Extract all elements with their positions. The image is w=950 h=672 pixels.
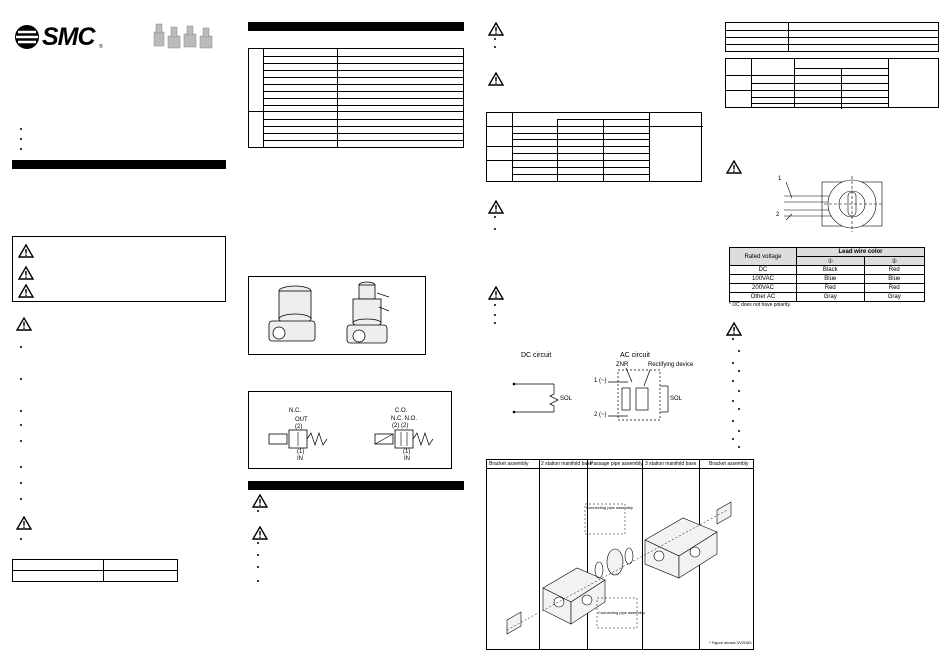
section-header-bar — [248, 481, 464, 490]
connecting-pipe-label-bottom: Connecting pipe assembly — [598, 610, 645, 615]
valve-symbol-panel: N.C. OUT (2) (1) IN C.O. N.C. N.O. (2) (… — [248, 391, 452, 469]
smc-logo: SMC ® — [12, 22, 103, 54]
figure-note: * Figure shows VV2D63. — [709, 640, 753, 645]
nc-in-label: IN — [297, 456, 303, 462]
warning-icon — [18, 244, 34, 258]
co-label: C.O. — [395, 408, 408, 414]
cell: Red — [863, 283, 926, 293]
warning-icon — [252, 494, 268, 508]
smc-logo-mark — [15, 25, 39, 49]
lead-wire-drawing — [784, 176, 883, 232]
manifold-header-2: 2 station manifold base — [541, 461, 593, 467]
ac-terminal-2: 2 (~) — [594, 412, 607, 418]
cell: Red — [863, 265, 926, 275]
manifold-assembly-figure: Bracket assembly 2 station manifold base… — [486, 459, 754, 650]
cell: Red — [796, 283, 865, 293]
small-table — [12, 559, 178, 582]
cell: Other AC — [729, 292, 797, 302]
wire-label-2: 2 — [776, 212, 780, 218]
nc-valve-symbol — [268, 429, 328, 449]
co-port-nums: (2) (2) — [392, 423, 409, 429]
warning-icon — [18, 266, 34, 280]
col-lead-wire-color: Lead wire color — [796, 247, 925, 257]
cell: Black — [796, 265, 865, 275]
warning-icon — [726, 322, 742, 336]
logo-text: SMC — [42, 23, 96, 51]
valve-photo-panel — [248, 276, 426, 355]
dc-circuit-title: DC circuit — [521, 352, 552, 359]
manifold-exploded-view — [506, 501, 732, 635]
table-row: Other AC Gray Gray — [729, 292, 926, 302]
warning-icon — [488, 286, 504, 300]
table-row: 100VAC Blue Blue — [729, 274, 926, 284]
cell: Blue — [796, 274, 865, 284]
cell: Gray — [863, 292, 926, 302]
circuit-diagram — [512, 367, 669, 421]
dc-sol-label: SOL — [560, 396, 573, 402]
pressure-table — [486, 112, 703, 182]
sub-col-2: ② — [863, 256, 926, 266]
nc-out-port: (2) — [295, 424, 303, 430]
product-photo — [150, 22, 220, 54]
warning-icon — [488, 200, 504, 214]
registered-mark: ® — [99, 44, 103, 50]
polarity-note: * DC does not have polarity. — [729, 302, 791, 308]
co-in-label: IN — [404, 456, 410, 462]
sub-col-1: ① — [796, 256, 865, 266]
ac-terminal-1: 1 (~) — [594, 378, 607, 384]
ac-circuit-title: AC circuit — [620, 352, 650, 359]
warning-icon — [488, 22, 504, 36]
specification-table — [248, 48, 464, 148]
section-header-bar — [12, 160, 226, 169]
co-in-port: (1) — [403, 449, 411, 455]
nc-label: N.C. — [289, 408, 301, 414]
manifold-header-3: Passage pipe assembly — [590, 461, 643, 467]
cell: Blue — [863, 274, 926, 284]
cell: 100VAC — [729, 274, 797, 284]
cell: DC — [729, 265, 797, 275]
warning-icon — [16, 317, 32, 331]
nc-out-label: OUT — [295, 417, 308, 423]
manifold-header-1: Bracket assembly — [489, 461, 529, 467]
wire-label-1: 1 — [778, 176, 782, 182]
nc-in-port: (1) — [297, 449, 305, 455]
ac-sol-label: SOL — [670, 396, 683, 402]
warning-icon — [16, 516, 32, 530]
warning-icon — [252, 526, 268, 540]
warning-icon — [488, 72, 504, 86]
safety-warning-box — [12, 236, 226, 302]
manifold-header-5: Bracket assembly — [709, 461, 749, 467]
manifold-header-4: 3 station manifold base — [645, 461, 697, 467]
table-row: 200VAC Red Red — [729, 283, 926, 293]
rectifier-label: Rectifying device — [648, 362, 694, 368]
valve-illustration — [268, 281, 390, 344]
lead-wire-color-table: Rated voltage Lead wire color ① ② DC Bla… — [729, 247, 926, 302]
cell: Gray — [796, 292, 865, 302]
cell: 200VAC — [729, 283, 797, 293]
warning-icon — [18, 284, 34, 298]
col-rated-voltage: Rated voltage — [729, 247, 797, 266]
znr-label: ZNR — [616, 362, 629, 368]
section-header-bar — [248, 22, 464, 31]
top-right-table — [725, 22, 939, 52]
connecting-pipe-label-top: Connecting pipe assembly — [586, 505, 633, 510]
warning-icon — [726, 160, 742, 174]
table-row: DC Black Red — [729, 265, 926, 275]
co-ports: N.C. N.O. — [391, 416, 418, 422]
power-table — [725, 58, 939, 109]
co-valve-symbol — [374, 429, 434, 449]
